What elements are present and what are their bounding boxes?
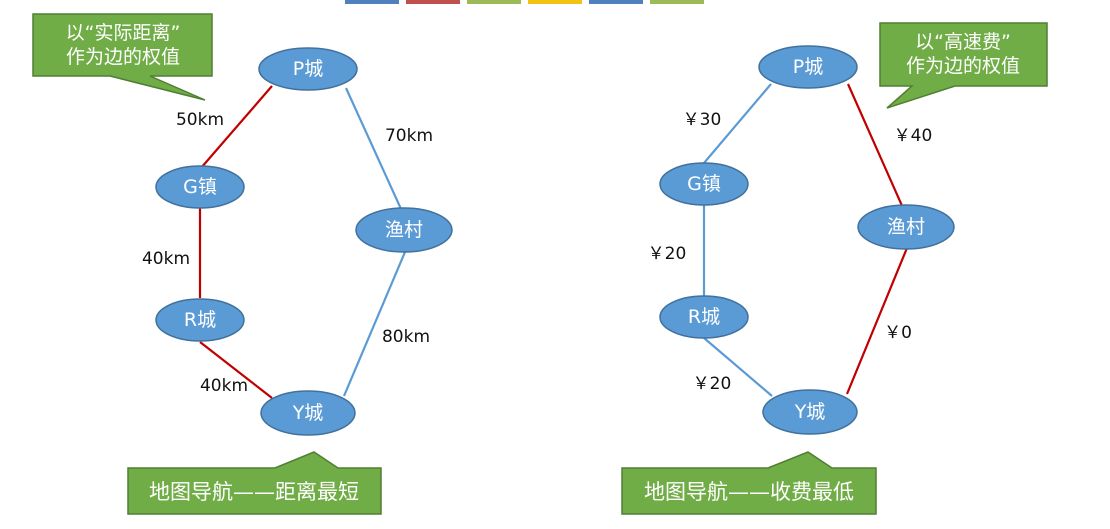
callout-bubble — [32, 13, 213, 101]
node-ellipse — [355, 207, 453, 253]
node-ellipse — [155, 298, 245, 342]
left-node-fishing-village: 渔村 — [355, 207, 453, 253]
right-callout: 以“高速费” 作为边的权值 — [879, 22, 1048, 109]
left-edge-r-y — [199, 341, 273, 399]
callout-bubble — [879, 22, 1048, 109]
node-ellipse — [155, 165, 245, 209]
right-node-y-city: Y城 — [762, 389, 858, 435]
node-label: Y城 — [794, 401, 826, 423]
top-bar-segment — [467, 0, 521, 4]
left-edge-label-yu-y: 80km — [382, 327, 430, 347]
node-ellipse — [659, 295, 749, 339]
node-label: 渔村 — [887, 216, 925, 238]
node-ellipse — [758, 45, 858, 89]
right-edge-label-p-g: ￥30 — [683, 110, 722, 130]
right-graph: ￥30 ￥40 ￥20 ￥0 ￥20 P城 G镇 渔村 R城 — [621, 22, 1048, 515]
right-node-r-city: R城 — [659, 295, 749, 339]
left-graph: 50km 70km 40km 80km 40km P城 G镇 渔村 R城 — [32, 13, 453, 515]
node-label: Y城 — [292, 402, 324, 424]
right-edge-r-y — [703, 337, 773, 397]
top-bar-segment — [345, 0, 399, 4]
left-node-y-city: Y城 — [260, 390, 356, 436]
left-node-p-city: P城 — [258, 47, 358, 91]
right-edge-label-p-yu: ￥40 — [894, 126, 933, 146]
right-node-g-town: G镇 — [659, 162, 749, 206]
banner-title: 地图导航——距离最短 — [149, 480, 359, 504]
top-bar-segment — [650, 0, 704, 4]
node-label: 渔村 — [385, 219, 423, 241]
right-edge-p-yu — [846, 83, 905, 209]
right-edge-labels: ￥30 ￥40 ￥20 ￥0 ￥20 — [648, 110, 933, 394]
left-edge-label-g-r: 40km — [142, 249, 190, 269]
right-edge-label-r-y: ￥20 — [693, 374, 732, 394]
right-edges — [702, 83, 909, 397]
left-edge-label-p-yu: 70km — [385, 126, 433, 146]
left-edge-label-p-g: 50km — [176, 110, 224, 130]
callout-line-2: 作为边的权值 — [906, 55, 1020, 77]
callout-line-1: 以“实际距离” — [66, 22, 181, 44]
node-label: R城 — [688, 306, 720, 328]
node-ellipse — [260, 390, 356, 436]
node-ellipse — [258, 47, 358, 91]
right-edge-yu-y — [845, 247, 909, 395]
top-bar-segment — [528, 0, 582, 4]
left-node-r-city: R城 — [155, 298, 245, 342]
node-label: G镇 — [183, 176, 217, 198]
left-edge-label-r-y: 40km — [200, 376, 248, 396]
right-edge-p-g — [703, 83, 772, 164]
node-label: G镇 — [687, 173, 721, 195]
right-nodes: P城 G镇 渔村 R城 Y城 — [659, 45, 955, 435]
left-banner: 地图导航——距离最短 — [127, 451, 382, 515]
left-edge-labels: 50km 70km 40km 80km 40km — [142, 110, 433, 396]
left-nodes: P城 G镇 渔村 R城 Y城 — [155, 47, 453, 436]
left-node-g-town: G镇 — [155, 165, 245, 209]
right-banner: 地图导航——收费最低 — [621, 451, 877, 515]
top-bar-segment — [589, 0, 643, 4]
node-label: P城 — [293, 58, 323, 80]
banner-title: 地图导航——收费最低 — [644, 480, 854, 504]
callout-line-1: 以“高速费” — [915, 31, 1011, 53]
node-label: R城 — [184, 309, 216, 331]
left-edge-p-g — [200, 85, 273, 169]
right-node-p-city: P城 — [758, 45, 858, 89]
left-edge-p-yu — [344, 87, 403, 210]
right-edge-label-g-r: ￥20 — [648, 244, 687, 264]
top-bar-segment — [406, 0, 460, 4]
node-ellipse — [659, 162, 749, 206]
left-callout: 以“实际距离” 作为边的权值 — [32, 13, 213, 101]
banner-box — [127, 451, 382, 515]
callout-line-2: 作为边的权值 — [66, 46, 180, 68]
left-edge-yu-y — [342, 251, 407, 397]
node-label: P城 — [793, 56, 823, 78]
right-edge-label-yu-y: ￥0 — [884, 323, 912, 343]
node-ellipse — [762, 389, 858, 435]
node-ellipse — [857, 204, 955, 250]
right-node-fishing-village: 渔村 — [857, 204, 955, 250]
banner-box — [621, 451, 877, 515]
left-edges — [198, 85, 407, 399]
